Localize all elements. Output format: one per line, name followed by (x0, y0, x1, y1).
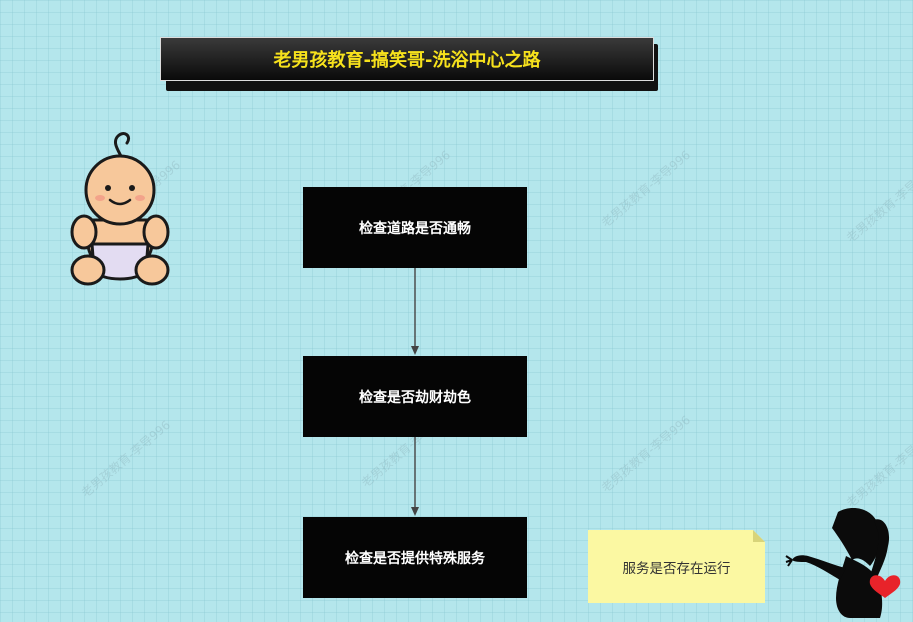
sticky-note-text: 服务是否存在运行 (622, 560, 731, 577)
watermark: 老男孩教育-李导996 (843, 162, 913, 246)
watermark: 老男孩教育-李导996 (843, 427, 913, 511)
watermark: 老男孩教育-李导996 (598, 147, 694, 231)
watermark: 老男孩教育-李导996 (78, 417, 174, 501)
flow-step-3-label: 检查是否提供特殊服务 (345, 550, 485, 567)
flow-step-1-label: 检查道路是否通畅 (359, 220, 471, 237)
watermark: 老男孩教育-李导996 (88, 157, 184, 241)
sticky-note-fold (753, 530, 765, 542)
sticky-note: 服务是否存在运行 (588, 530, 765, 603)
flow-step-2-label: 检查是否劫财劫色 (359, 389, 471, 406)
flow-step-3: 检查是否提供特殊服务 (303, 517, 527, 598)
flow-step-2: 检查是否劫财劫色 (303, 356, 527, 437)
watermark: 老男孩教育-李导996 (598, 412, 694, 496)
page-title: 老男孩教育-搞笑哥-洗浴中心之路 (160, 37, 654, 81)
heart-icon (869, 575, 901, 598)
flow-step-1: 检查道路是否通畅 (303, 187, 527, 268)
page-title-text: 老男孩教育-搞笑哥-洗浴中心之路 (273, 50, 541, 71)
